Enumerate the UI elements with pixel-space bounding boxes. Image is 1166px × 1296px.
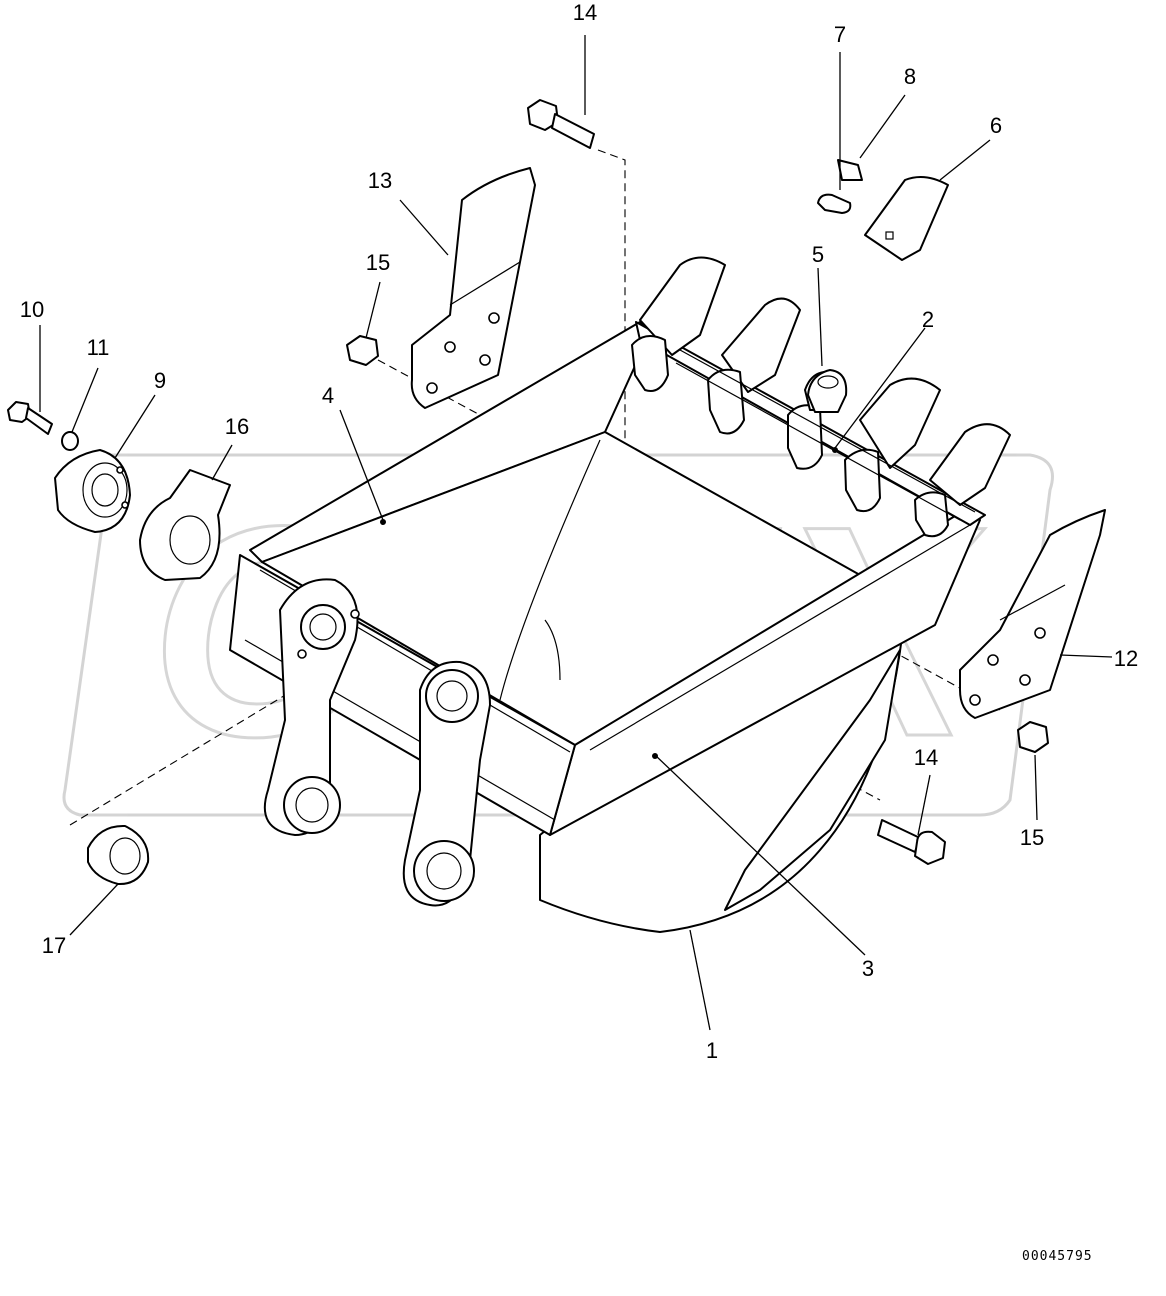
wear-strip xyxy=(724,649,901,911)
callout-17: 17 xyxy=(42,933,66,958)
callout-8: 8 xyxy=(904,64,916,89)
tooth-tip-loose xyxy=(864,175,949,261)
callout-6: 6 xyxy=(990,113,1002,138)
shim-16 xyxy=(139,469,231,581)
leader-lines xyxy=(39,35,1113,1031)
washer-11 xyxy=(61,431,79,451)
callout-10: 10 xyxy=(20,297,44,322)
side-plate-left xyxy=(249,321,651,563)
bushing-17 xyxy=(87,824,150,886)
callout-7: 7 xyxy=(834,22,846,47)
nut-right xyxy=(1017,721,1049,753)
callout-5: 5 xyxy=(812,242,824,267)
callout-1: 1 xyxy=(706,1038,718,1063)
link-bracket-right xyxy=(402,660,491,907)
nut-left xyxy=(346,335,379,366)
callout-15-right: 15 xyxy=(1020,825,1044,850)
bolt-small-10 xyxy=(7,401,53,435)
lock-assembly xyxy=(807,369,848,413)
spacer-9 xyxy=(54,449,131,533)
callout-4: 4 xyxy=(322,383,334,408)
callout-16: 16 xyxy=(225,414,249,439)
tooth-5 xyxy=(914,423,1011,538)
callout-14-top: 14 xyxy=(573,0,597,25)
callout-12: 12 xyxy=(1114,646,1138,671)
bolt-top xyxy=(527,99,595,149)
drawing-code: 00045795 xyxy=(1022,1249,1093,1264)
callout-9: 9 xyxy=(154,368,166,393)
callout-14-right: 14 xyxy=(914,745,938,770)
callout-11: 11 xyxy=(87,335,110,360)
callout-15-left: 15 xyxy=(366,250,390,275)
callout-2: 2 xyxy=(922,307,934,332)
side-cutter-right xyxy=(959,509,1106,719)
pin-part-7 xyxy=(817,193,852,214)
link-bracket-left xyxy=(263,578,360,836)
tooth-4 xyxy=(844,377,941,513)
retainer-part-8 xyxy=(837,159,863,181)
side-cutter-left xyxy=(410,167,536,409)
callouts: 14 13 15 10 11 9 16 4 7 8 6 5 2 12 14 15… xyxy=(20,0,1138,1063)
tooth-1 xyxy=(631,256,726,392)
callout-3: 3 xyxy=(862,956,874,981)
bolt-right xyxy=(877,819,946,865)
teeth-group xyxy=(631,256,1011,538)
callout-13: 13 xyxy=(368,168,392,193)
